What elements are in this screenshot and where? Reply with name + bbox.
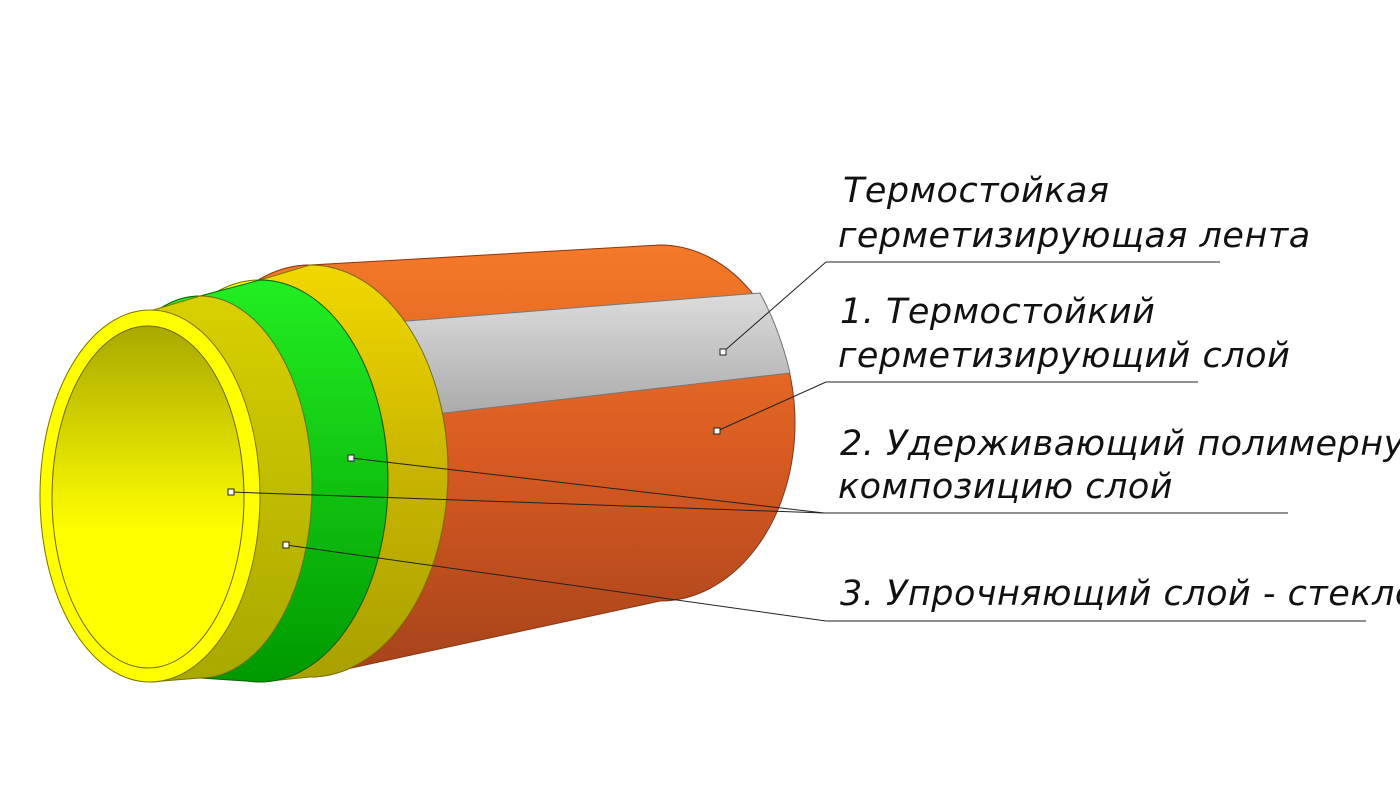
marker-tape (719, 348, 727, 356)
label-layer2-line2: композицию слой (838, 467, 1173, 507)
leader-layer3 (285, 544, 827, 622)
leader-lines (230, 261, 1366, 622)
leader-tape (722, 261, 827, 353)
marker-layer1 (713, 427, 721, 435)
marker-layer2-a (347, 454, 355, 462)
marker-layer2-b (227, 488, 235, 496)
leader-layer2-a (350, 457, 825, 514)
leader-layer1 (716, 381, 827, 432)
leader-layer2-b (230, 491, 825, 514)
inner-yellow-pipe (39, 295, 313, 683)
leader-markers (227, 348, 727, 549)
label-tape-line1: Термостойкая (843, 171, 1109, 211)
marker-layer3 (282, 541, 290, 549)
label-layer2-line1: 2. Удерживающий полимерную (840, 424, 1400, 464)
callout-labels: Термостойкая герметизирующая лента 1. Те… (838, 171, 1400, 614)
label-layer1-line2: герметизирующий слой (838, 336, 1290, 376)
label-layer1-line1: 1. Термостойкий (840, 292, 1155, 332)
label-tape-line2: герметизирующая лента (838, 216, 1311, 256)
label-layer3-line1: 3. Упрочняющий слой - стекломат (840, 574, 1400, 614)
